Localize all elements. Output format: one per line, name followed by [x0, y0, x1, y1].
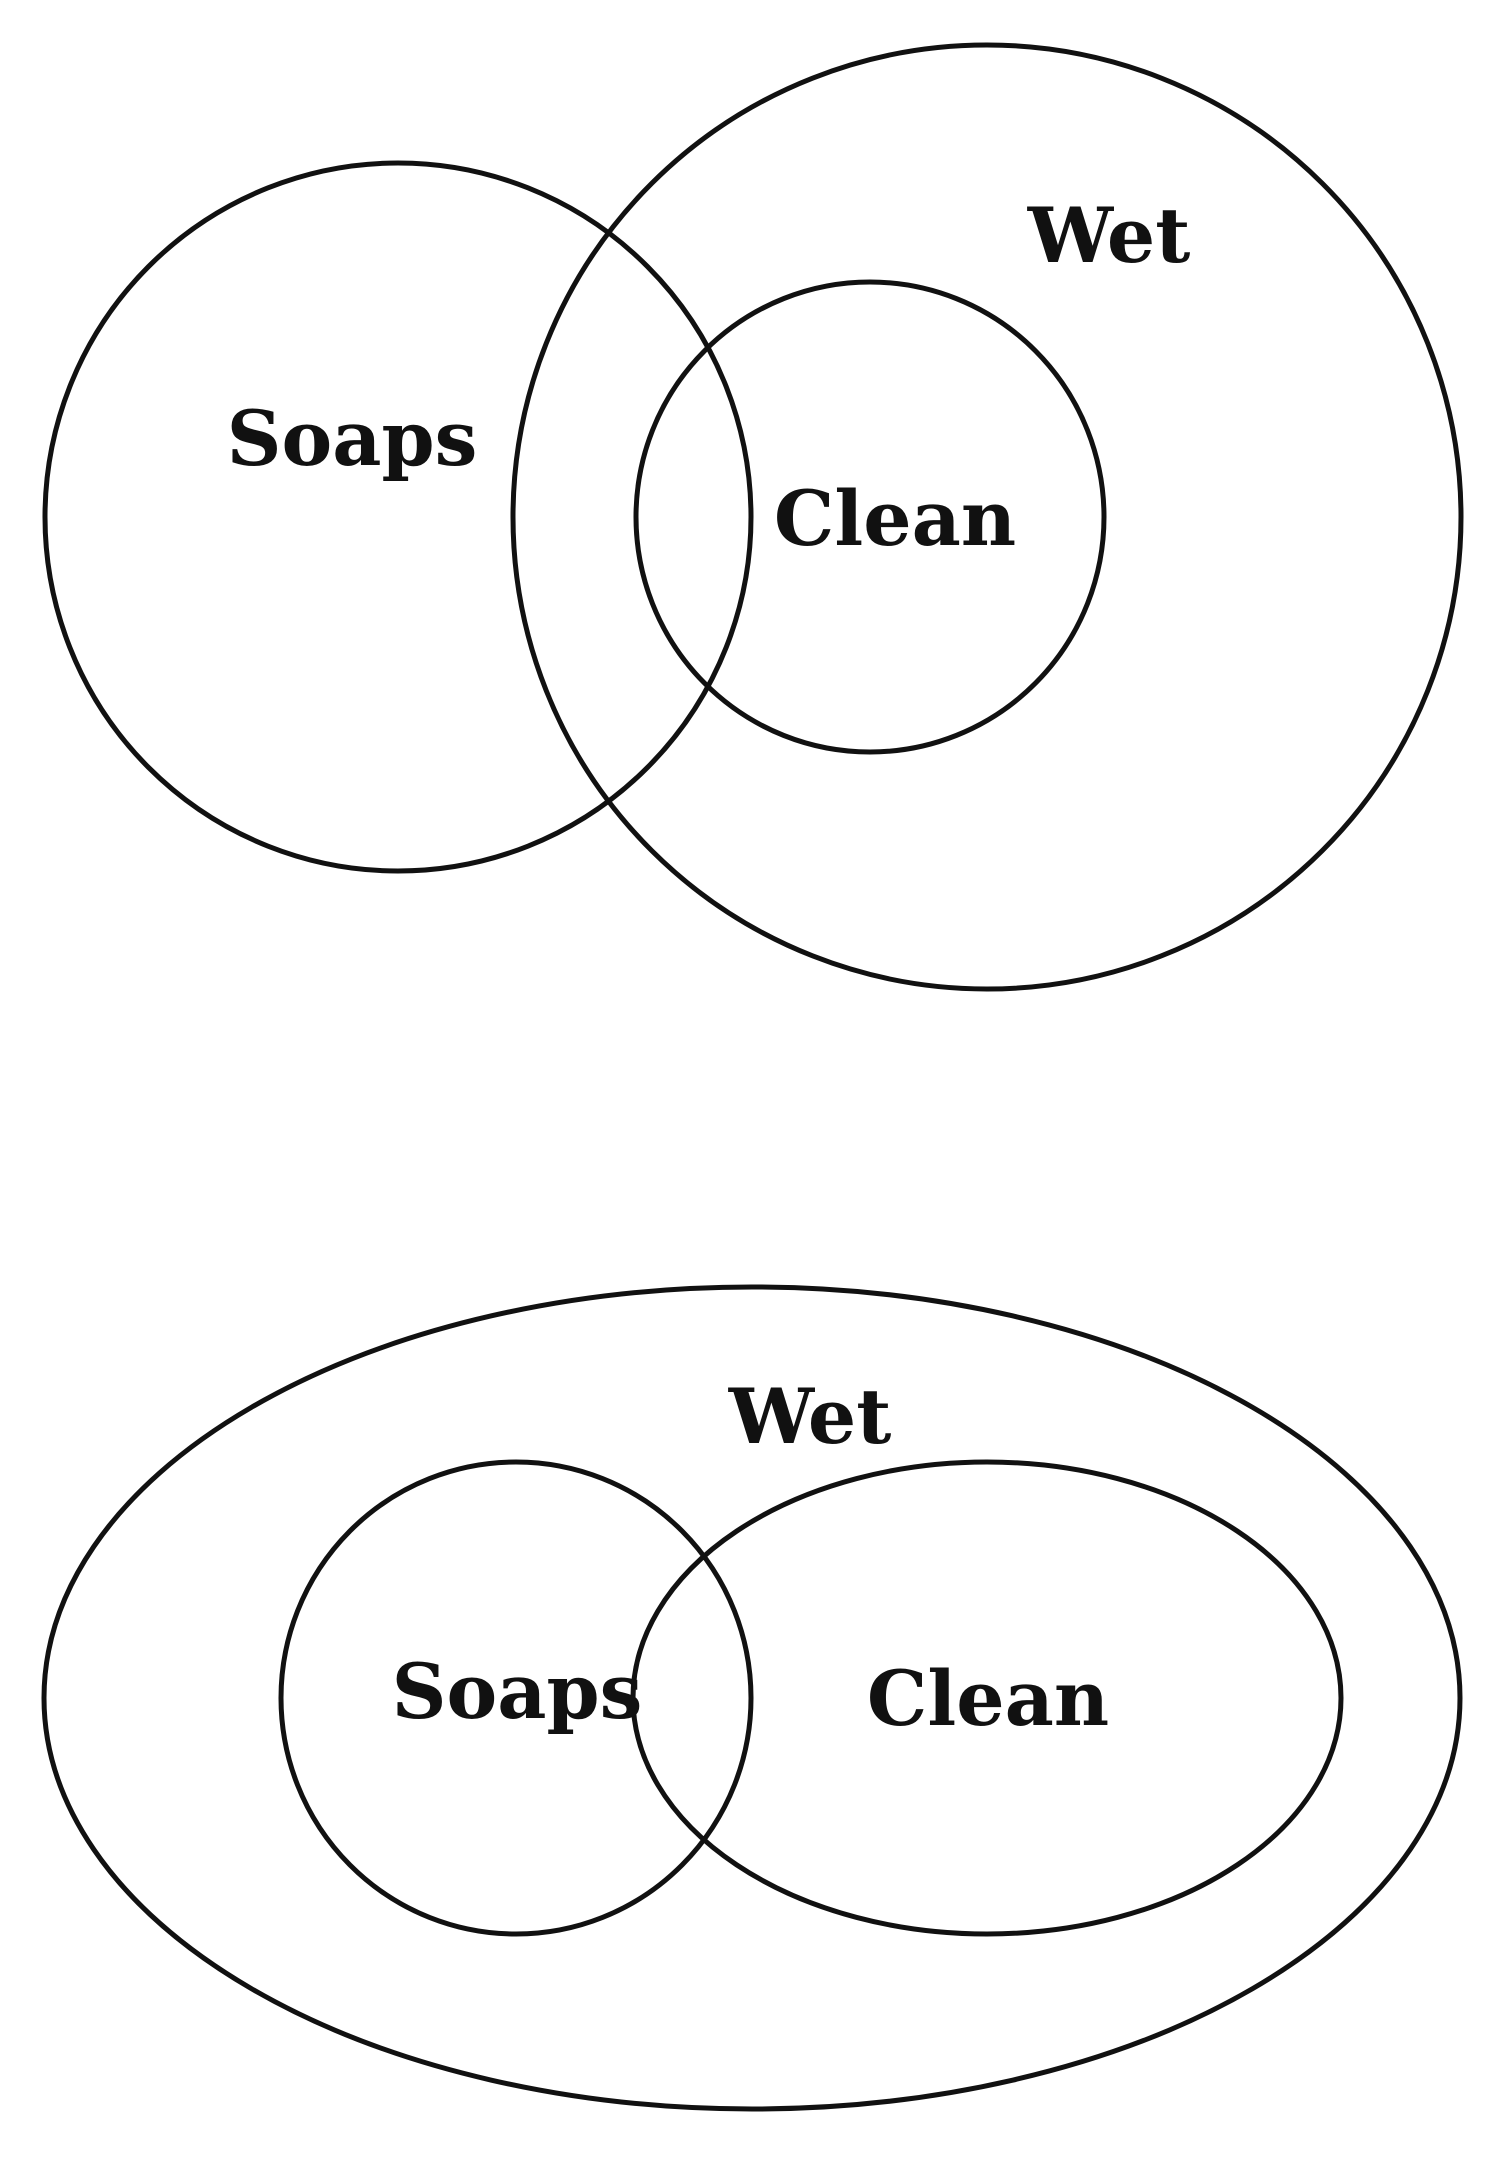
venn-diagram-1: Soaps Wet Clean: [42, 42, 1464, 992]
wet-set-outline: [510, 42, 1464, 992]
soaps-set-label: Soaps: [227, 394, 478, 483]
wet-set-label: Wet: [1027, 191, 1191, 280]
clean-set-label: Clean: [867, 1654, 1109, 1743]
clean-set-outline: [633, 279, 1107, 755]
clean-set-label: Clean: [774, 474, 1016, 563]
soaps-set-outline: [278, 1459, 754, 1937]
wet-set-outline: [41, 1284, 1463, 2112]
wet-set-label: Wet: [728, 1372, 892, 1461]
clean-set-outline: [630, 1459, 1344, 1937]
venn-diagram-2: Wet Soaps Clean: [41, 1284, 1463, 2112]
soaps-set-outline: [42, 160, 754, 874]
soaps-set-label: Soaps: [392, 1647, 643, 1736]
